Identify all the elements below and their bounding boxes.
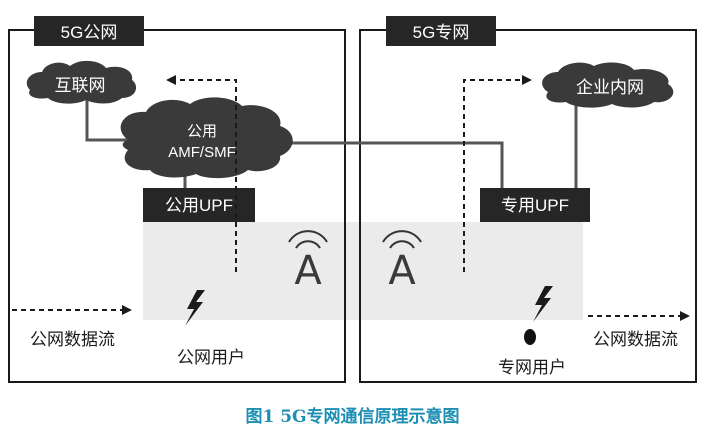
public-flow-label: 公网数据流 (30, 330, 115, 349)
antenna-right-icon: A (382, 230, 422, 294)
private-upf-box (480, 188, 590, 222)
antenna-left-icon: A (288, 230, 328, 294)
enterprise-network-label: 企业内网 (576, 78, 644, 97)
antenna-right-glyph: A (388, 248, 416, 294)
private-user-signal-icon (533, 286, 553, 322)
private-network-tab (386, 16, 496, 46)
private-user-label: 专网用户 (498, 358, 566, 377)
connection-lines (85, 95, 578, 190)
internet-cloud (26, 60, 137, 104)
internet-to-amf-line (85, 95, 135, 142)
public-user-signal-icon (185, 290, 205, 326)
enterprise-network-cloud (542, 62, 674, 108)
private-network-frame (359, 29, 697, 383)
private-upf-label: 专用UPF (501, 196, 569, 215)
amf-label-line2: AMF/SMF (168, 144, 236, 161)
public-upf-label: 公用UPF (165, 196, 233, 215)
amf-smf-cloud (120, 97, 293, 179)
antenna-left-glyph: A (294, 248, 322, 294)
data-flow-paths (12, 75, 690, 321)
public-flow-uplink (166, 75, 237, 272)
public-network-tab-label: 5G公网 (61, 23, 118, 42)
public-user-label: 公网用户 (177, 348, 245, 367)
radio-coverage-band (143, 222, 583, 320)
private-user-dot-icon (524, 329, 536, 345)
public-network-tab (34, 16, 144, 46)
public-network-frame (8, 29, 346, 383)
private-network-tab-label: 5G专网 (413, 23, 470, 42)
amf-label-line1: 公用 (187, 123, 217, 140)
private-flow-uplink (463, 75, 532, 272)
figure-caption: 图1 5G专网通信原理示意图 (245, 407, 460, 427)
private-flow-label: 公网数据流 (593, 330, 678, 349)
amf-to-private-upf-line (290, 141, 504, 190)
internet-label: 互联网 (55, 76, 106, 95)
